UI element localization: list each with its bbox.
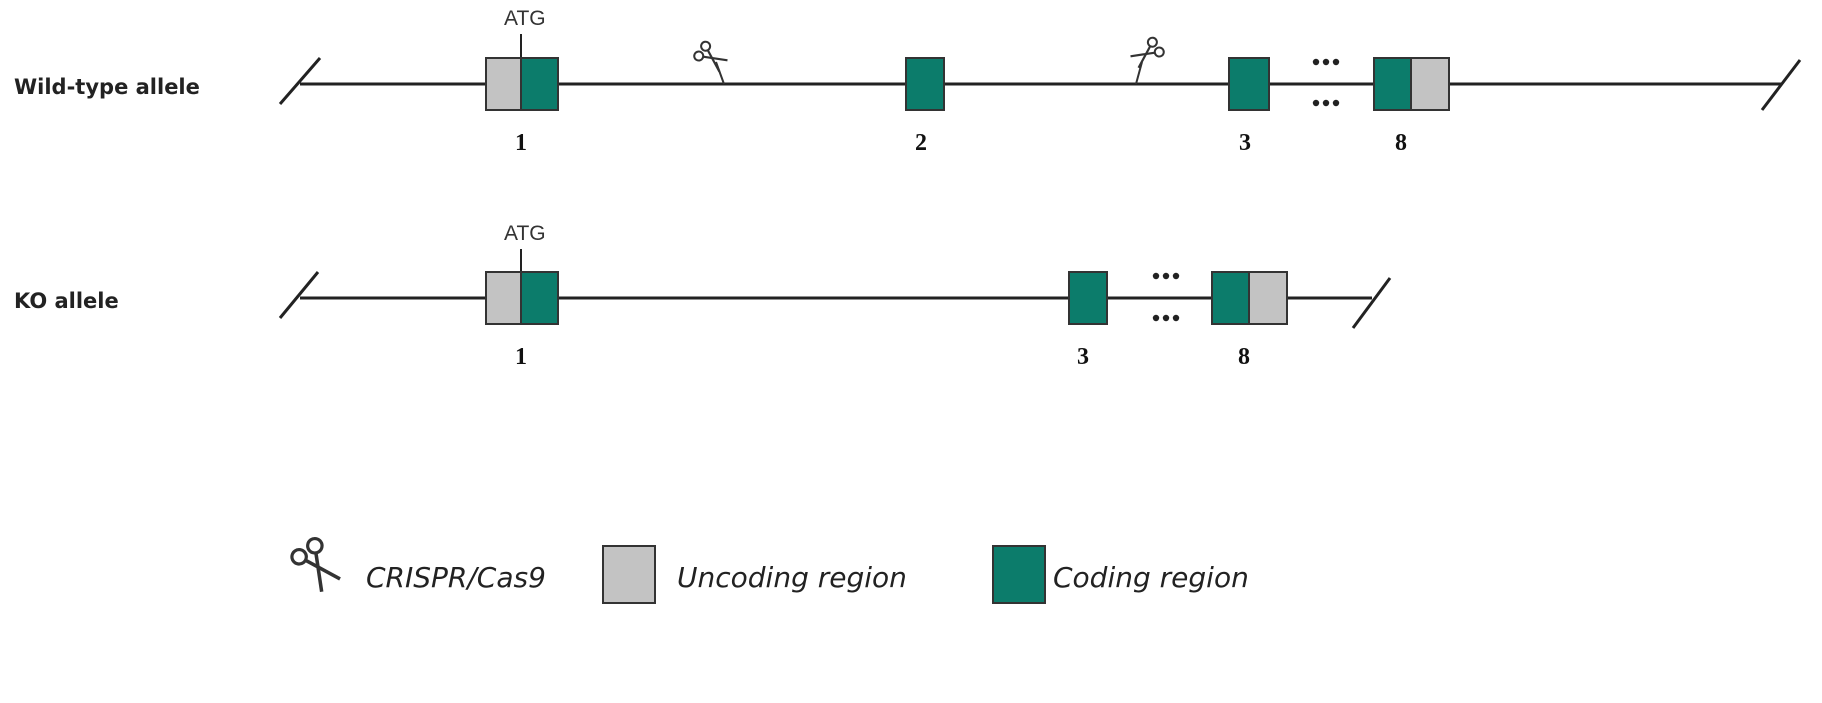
legend-crispr-label: CRISPR/Cas9 — [366, 561, 546, 594]
wild-type-break-left — [278, 57, 322, 105]
legend-uncoding-swatch — [602, 545, 656, 604]
ko-exon-1 — [485, 271, 559, 325]
cut-site-tick-right — [1135, 61, 1143, 85]
wild-type-exon-number: 1 — [515, 130, 527, 156]
wild-type-break-right — [1760, 59, 1802, 111]
legend-uncoding-label: Uncoding region — [677, 561, 907, 594]
legend-coding-label: Coding region — [1053, 561, 1249, 594]
ko-row: KO allele ATG 1 3 8 — [14, 222, 1392, 370]
scissors-icon — [691, 38, 731, 76]
wild-type-exon-number: 8 — [1395, 130, 1407, 156]
legend: CRISPR/Cas9 Uncoding region Coding regio… — [287, 533, 1249, 604]
wild-type-exon-number: 3 — [1239, 130, 1251, 156]
wild-type-ellipsis — [1312, 58, 1340, 107]
wild-type-row: Wild-type allele ATG 1 — [14, 7, 1802, 156]
ko-break-right — [1351, 277, 1392, 329]
ko-exon-number: 1 — [515, 344, 527, 370]
ko-break-left — [278, 271, 320, 319]
wild-type-exon-8 — [1373, 57, 1450, 111]
wild-type-exon-number: 2 — [915, 130, 927, 156]
ko-exon-number: 3 — [1077, 344, 1089, 370]
ko-exon-number: 8 — [1238, 344, 1250, 370]
ko-label: KO allele — [14, 289, 119, 313]
legend-coding-swatch — [992, 545, 1046, 604]
wild-type-exon-1 — [485, 57, 559, 111]
wild-type-label: Wild-type allele — [14, 75, 200, 99]
ko-ellipsis — [1152, 272, 1180, 322]
cut-site-tick-left — [715, 61, 725, 85]
wild-type-exon-2 — [905, 57, 945, 111]
wild-type-atg-label: ATG — [504, 7, 546, 30]
ko-atg-label: ATG — [504, 222, 546, 245]
wild-type-exon-3 — [1228, 57, 1270, 111]
ko-exon-3 — [1068, 271, 1108, 325]
scissors-icon — [287, 533, 347, 597]
scissors-icon — [1127, 34, 1167, 72]
ko-exon-8 — [1211, 271, 1288, 325]
